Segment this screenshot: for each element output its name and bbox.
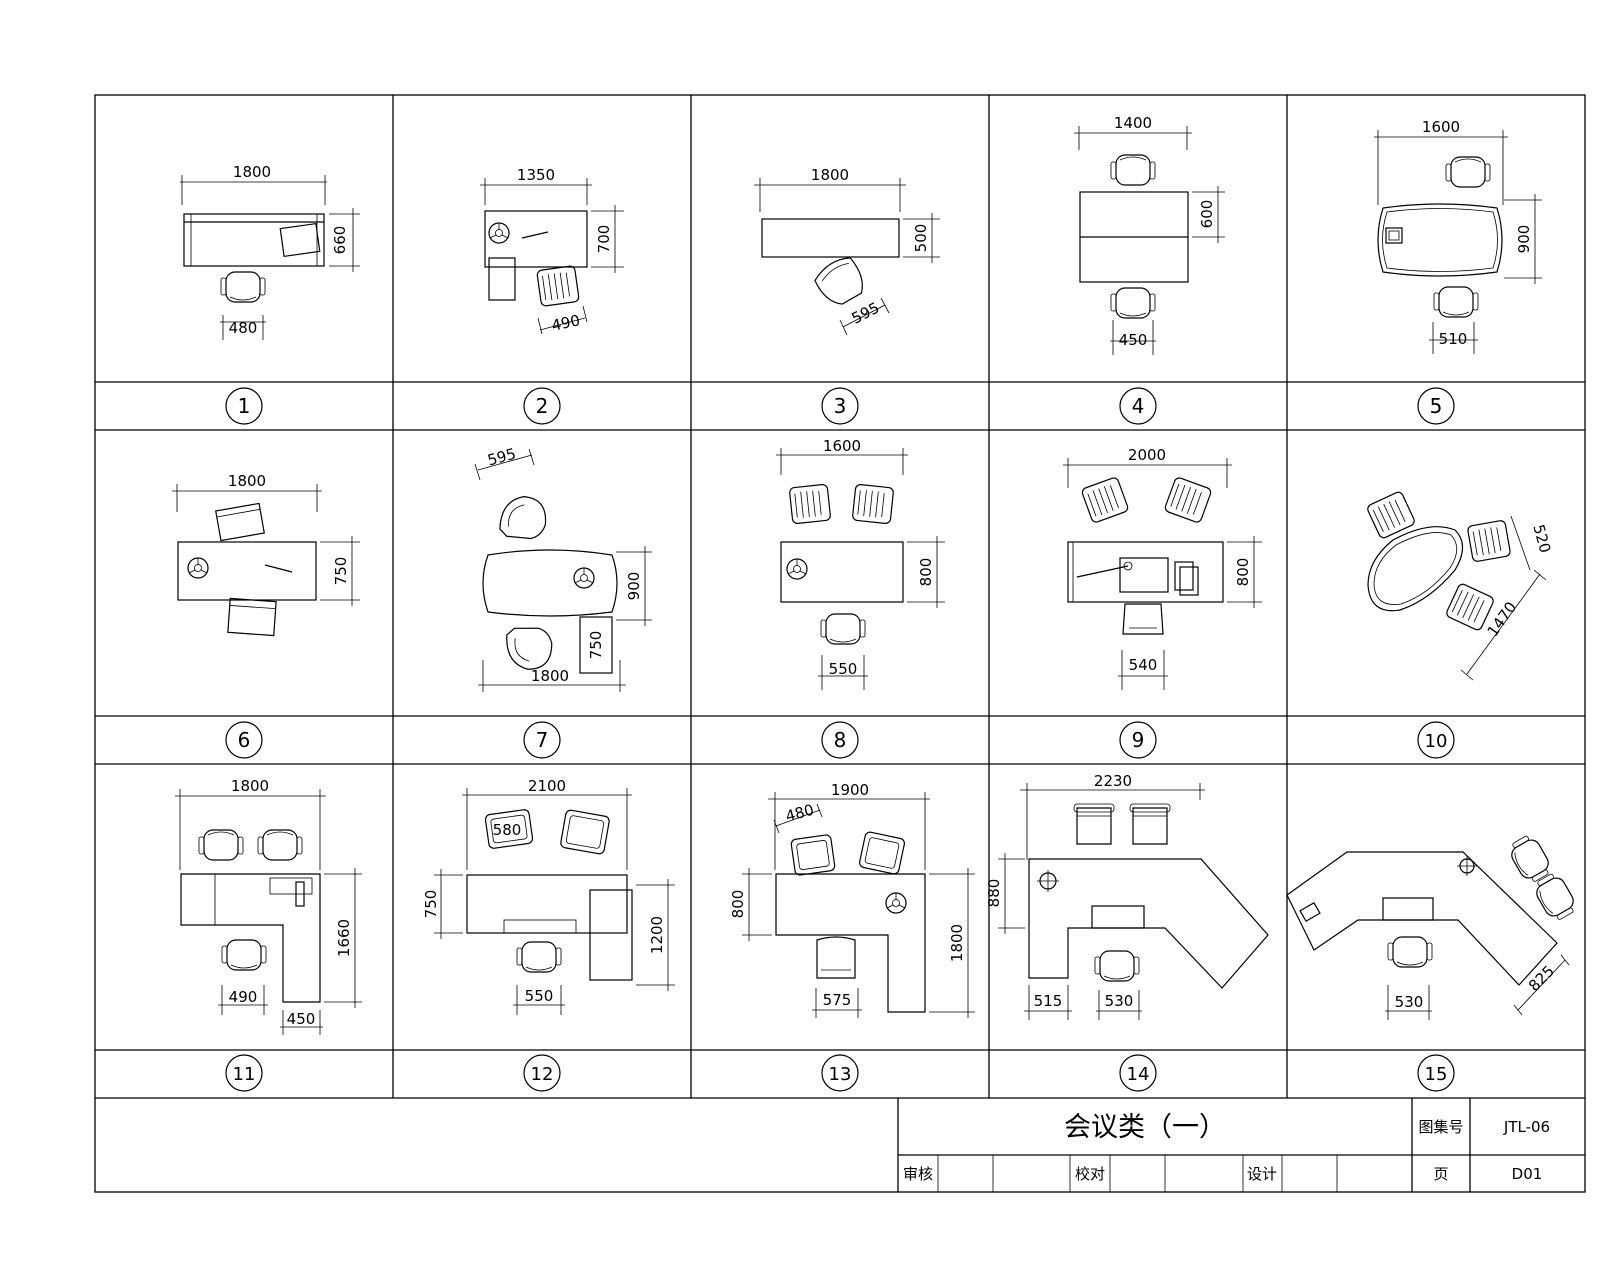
dim-12-return: 1200 bbox=[648, 916, 666, 954]
design-label: 设计 bbox=[1247, 1165, 1277, 1183]
cell-11-layout: 1800 1660 490 450 bbox=[175, 777, 362, 1035]
cell-12-layout: 2100 580 750 1200 550 bbox=[422, 777, 675, 1015]
cell-number-8: 8 bbox=[834, 728, 847, 752]
dim-1-depth: 660 bbox=[331, 226, 349, 255]
dim-4-chair: 450 bbox=[1119, 331, 1148, 349]
cell-number-7: 7 bbox=[536, 728, 549, 752]
check-label: 校对 bbox=[1075, 1165, 1105, 1183]
cell-3-layout: 1800 500 595 bbox=[754, 166, 940, 336]
dim-13-chair: 575 bbox=[823, 991, 852, 1009]
dim-9-depth: 800 bbox=[1234, 558, 1252, 587]
cell-5-layout: 1600 900 510 bbox=[1374, 118, 1542, 354]
title-block: 会议类（一） 图集号 JTL-06 审核 校对 设计 页 D01 bbox=[897, 1098, 1585, 1192]
dim-5-depth: 900 bbox=[1515, 225, 1533, 254]
dim-14-return: 515 bbox=[1034, 992, 1063, 1010]
atlas-number: JTL-06 bbox=[1503, 1118, 1550, 1136]
dim-3-chair: 595 bbox=[849, 299, 883, 328]
dim-11-depth: 1660 bbox=[335, 919, 353, 957]
cell-number-1: 1 bbox=[238, 394, 251, 418]
grid-frame bbox=[94, 94, 1586, 1193]
cell-9-layout: 2000 800 540 bbox=[1063, 446, 1262, 690]
cell-number-11: 11 bbox=[233, 1064, 256, 1085]
dim-9-width: 2000 bbox=[1128, 446, 1166, 464]
dim-9-chair: 540 bbox=[1129, 656, 1158, 674]
cell-10-layout: 520 1470 bbox=[1365, 490, 1554, 681]
cell-number-6: 6 bbox=[238, 728, 251, 752]
cell-number-15: 15 bbox=[1425, 1064, 1448, 1085]
dim-13-chair-top: 480 bbox=[784, 801, 816, 826]
dim-6-depth: 750 bbox=[332, 557, 350, 586]
dim-12-chair: 550 bbox=[525, 987, 554, 1005]
dim-13-return: 1800 bbox=[948, 924, 966, 962]
dim-15-side: 825 bbox=[1525, 962, 1558, 995]
cell-15-layout: 530 825 bbox=[1286, 831, 1580, 1020]
dim-12-depth: 750 bbox=[422, 890, 440, 919]
page-label: 页 bbox=[1433, 1165, 1448, 1183]
cell-13-layout: 1900 480 800 1800 575 bbox=[729, 781, 975, 1018]
dim-8-width: 1600 bbox=[823, 437, 861, 455]
dim-5-width: 1600 bbox=[1422, 118, 1460, 136]
dim-2-chair: 490 bbox=[550, 311, 582, 335]
dim-11-width: 1800 bbox=[231, 777, 269, 795]
dim-2-width: 1350 bbox=[517, 166, 555, 184]
dim-13-width: 1900 bbox=[831, 781, 869, 799]
cell-7-layout: 595 750 900 1800 bbox=[474, 445, 652, 692]
cell-number-14: 14 bbox=[1127, 1064, 1150, 1085]
sheet-title: 会议类（一） bbox=[1064, 1112, 1226, 1143]
cell-number-5: 5 bbox=[1430, 394, 1443, 418]
dim-10-diag: 1470 bbox=[1484, 598, 1521, 640]
cell-number-2: 2 bbox=[536, 394, 549, 418]
cell-4-layout: 1400 600 450 bbox=[1074, 114, 1225, 355]
dim-7-chair: 595 bbox=[486, 445, 518, 470]
cell-number-9: 9 bbox=[1132, 728, 1145, 752]
cell-8-layout: 1600 800 550 bbox=[776, 437, 945, 690]
cell-14-layout: 2230 880 515 530 bbox=[985, 772, 1269, 1020]
dim-7-width: 1800 bbox=[531, 667, 569, 685]
cell-2-layout: 1350 700 490 bbox=[480, 166, 624, 335]
dim-3-depth: 500 bbox=[912, 224, 930, 253]
dim-1-width: 1800 bbox=[233, 163, 271, 181]
dim-8-depth: 800 bbox=[917, 558, 935, 587]
review-label: 审核 bbox=[903, 1165, 933, 1183]
dim-2-depth: 700 bbox=[595, 225, 613, 254]
dim-14-chair: 530 bbox=[1105, 992, 1134, 1010]
cell-number-12: 12 bbox=[531, 1064, 554, 1085]
dim-12-chair-top: 580 bbox=[493, 821, 522, 839]
dim-8-chair: 550 bbox=[829, 660, 858, 678]
dim-1-chair: 480 bbox=[229, 319, 258, 337]
atlas-label: 图集号 bbox=[1418, 1118, 1463, 1136]
cell-1-layout: 1800 660 480 bbox=[180, 163, 360, 340]
number-labels: 1 2 3 4 5 6 7 8 9 10 11 12 13 14 15 bbox=[225, 387, 1455, 1092]
dim-6-width: 1800 bbox=[228, 472, 266, 490]
cell-number-10: 10 bbox=[1425, 731, 1448, 752]
dim-4-width: 1400 bbox=[1114, 114, 1152, 132]
cell-number-13: 13 bbox=[829, 1064, 852, 1085]
dim-14-depth: 880 bbox=[985, 879, 1003, 908]
dim-4-depth: 600 bbox=[1198, 200, 1216, 229]
cell-number-4: 4 bbox=[1132, 394, 1145, 418]
dim-15-chair: 530 bbox=[1395, 993, 1424, 1011]
dim-7-depth: 900 bbox=[625, 572, 643, 601]
dim-13-depth: 800 bbox=[729, 890, 747, 919]
dim-11-chair: 490 bbox=[229, 988, 258, 1006]
dim-5-chair: 510 bbox=[1439, 330, 1468, 348]
dim-14-width: 2230 bbox=[1094, 772, 1132, 790]
dim-12-width: 2100 bbox=[528, 777, 566, 795]
dim-11-return: 450 bbox=[287, 1010, 316, 1028]
cell-number-3: 3 bbox=[834, 394, 847, 418]
page-number: D01 bbox=[1512, 1165, 1543, 1183]
cell-6-layout: 1800 750 bbox=[172, 472, 360, 637]
dim-10-chair: 520 bbox=[1529, 523, 1554, 555]
dim-7-side: 750 bbox=[587, 631, 605, 660]
dim-3-width: 1800 bbox=[811, 166, 849, 184]
